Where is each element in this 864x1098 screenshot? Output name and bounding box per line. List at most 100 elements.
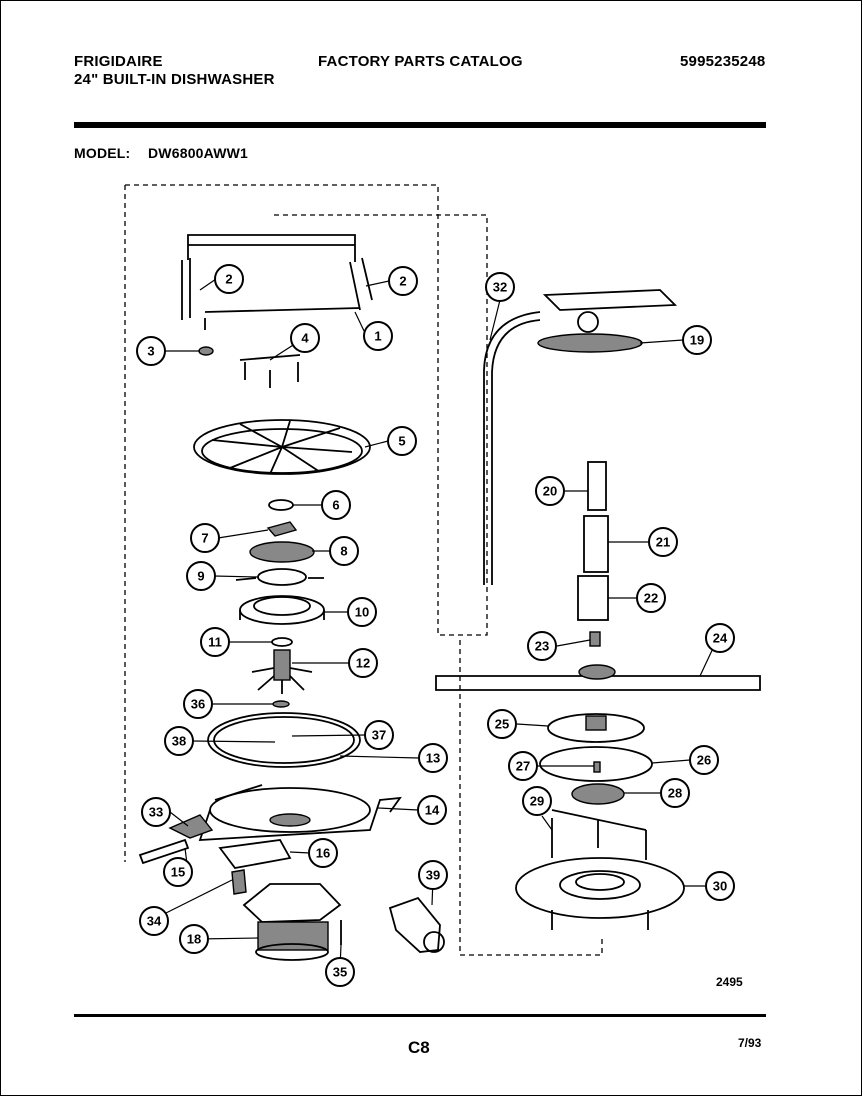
svg-text:26: 26 <box>697 753 711 768</box>
tube-middle-part <box>583 515 609 573</box>
callout-12: 12 <box>348 648 378 678</box>
right-assembly-boundary <box>459 640 603 956</box>
svg-text:24: 24 <box>713 631 728 646</box>
callout-21: 21 <box>648 527 678 557</box>
callout-9: 9 <box>186 561 216 591</box>
supply-tube-part <box>483 311 541 585</box>
small-washer-part <box>272 700 290 708</box>
chopper-part <box>249 541 315 563</box>
svg-text:11: 11 <box>208 635 222 650</box>
hub-part <box>547 713 645 743</box>
callout-29: 29 <box>522 786 552 816</box>
svg-text:13: 13 <box>426 751 440 766</box>
callout-5: 5 <box>387 426 417 456</box>
callout-30: 30 <box>705 871 735 901</box>
svg-text:6: 6 <box>332 498 339 513</box>
callout-3: 3 <box>136 336 166 366</box>
svg-text:33: 33 <box>149 805 163 820</box>
upper-spray-arm-part <box>537 289 678 353</box>
callout-33: 33 <box>141 797 171 827</box>
svg-text:25: 25 <box>495 717 509 732</box>
callout-6: 6 <box>321 490 351 520</box>
svg-text:32: 32 <box>493 280 507 295</box>
callout-20: 20 <box>535 476 565 506</box>
model-value: DW6800AWW1 <box>148 145 249 161</box>
svg-text:34: 34 <box>147 914 162 929</box>
svg-text:28: 28 <box>668 786 682 801</box>
callout-36: 36 <box>183 689 213 719</box>
catalog-title: FACTORY PARTS CATALOG <box>318 53 523 70</box>
screws-part <box>239 354 301 388</box>
nut-part <box>266 521 298 537</box>
callout-4: 4 <box>290 323 320 353</box>
svg-text:4: 4 <box>301 331 309 346</box>
nozzle-part <box>589 631 601 647</box>
callout-2-left: 2 <box>214 264 244 294</box>
base-screws-part <box>551 809 647 860</box>
callout-39: 39 <box>418 860 448 890</box>
callout-11: 11 <box>200 627 230 657</box>
svg-text:19: 19 <box>690 333 704 348</box>
svg-text:35: 35 <box>333 965 347 980</box>
clip-part <box>198 346 214 356</box>
svg-text:30: 30 <box>713 879 727 894</box>
svg-text:39: 39 <box>426 868 440 883</box>
callout-32: 32 <box>485 272 515 302</box>
svg-text:15: 15 <box>171 865 185 880</box>
base-part <box>515 857 685 930</box>
callout-25: 25 <box>487 709 517 739</box>
svg-text:8: 8 <box>340 544 347 559</box>
svg-text:23: 23 <box>535 639 549 654</box>
callout-34: 34 <box>139 906 169 936</box>
pin-part <box>593 761 601 773</box>
product-subtitle: 24" BUILT-IN DISHWASHER <box>74 71 275 88</box>
callout-18: 18 <box>179 924 209 954</box>
gasket-ring-part <box>207 712 361 768</box>
filter-screen-part <box>193 419 371 475</box>
valve-part <box>388 896 445 953</box>
svg-text:21: 21 <box>656 535 670 550</box>
callout-2-right: 2 <box>388 266 418 296</box>
callout-13: 13 <box>418 743 448 773</box>
svg-text:14: 14 <box>425 803 440 818</box>
svg-text:36: 36 <box>191 697 205 712</box>
header-rule <box>74 122 766 128</box>
revision-date: 7/93 <box>738 1036 762 1050</box>
page-code: C8 <box>408 1038 430 1057</box>
tube-upper-part <box>587 461 607 511</box>
catalog-number: 5995235248 <box>680 53 766 70</box>
check-valve-part <box>168 814 214 839</box>
tube-lower-part <box>577 575 609 621</box>
drawing-number: 2495 <box>716 975 743 989</box>
callout-28: 28 <box>660 778 690 808</box>
callout-24: 24 <box>705 623 735 653</box>
spray-arm-support <box>181 234 373 330</box>
callout-19: 19 <box>682 325 712 355</box>
svg-text:7: 7 <box>201 531 208 546</box>
footer-rule <box>74 1014 766 1017</box>
callout-10: 10 <box>347 597 377 627</box>
svg-text:27: 27 <box>516 759 530 774</box>
plate-part <box>235 568 324 586</box>
lower-spray-arm-part <box>435 664 761 691</box>
svg-text:22: 22 <box>644 591 658 606</box>
grommet-part <box>231 869 247 895</box>
svg-text:2: 2 <box>399 274 406 289</box>
callout-14: 14 <box>417 795 447 825</box>
washer-part <box>271 637 293 647</box>
seal-part <box>268 499 294 511</box>
bearing-part <box>571 783 625 805</box>
sump-part <box>198 784 402 841</box>
model-label: MODEL: <box>74 145 131 161</box>
callout-37: 37 <box>364 720 394 750</box>
callout-27: 27 <box>508 751 538 781</box>
callout-22: 22 <box>636 583 666 613</box>
callout-15: 15 <box>163 857 193 887</box>
callout-7: 7 <box>190 523 220 553</box>
svg-text:3: 3 <box>147 344 154 359</box>
svg-text:9: 9 <box>197 569 204 584</box>
brand-name: FRIGIDAIRE <box>74 53 163 70</box>
callout-26: 26 <box>689 745 719 775</box>
